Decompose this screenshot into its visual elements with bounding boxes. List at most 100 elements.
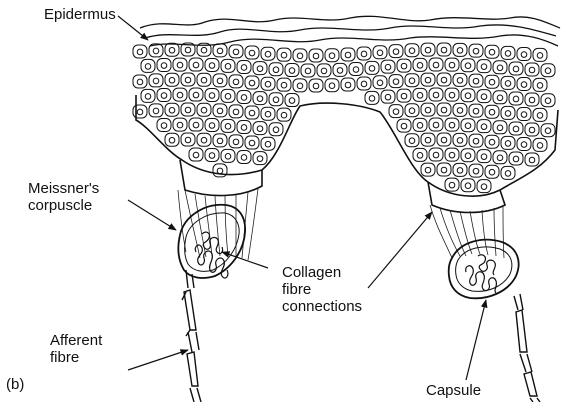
- cell-nucleus: [457, 168, 463, 174]
- capsule-corpuscle: [449, 240, 519, 299]
- cell-nucleus: [513, 96, 519, 102]
- cell-nucleus: [161, 63, 167, 69]
- cell-nucleus: [425, 107, 431, 113]
- label-meissners-line1: Meissner's: [28, 180, 99, 197]
- epidermal-cell: [477, 180, 491, 193]
- epidermal-cell: [213, 104, 227, 117]
- label-collagen-line3: connections: [282, 298, 362, 315]
- cell-nucleus: [193, 92, 199, 98]
- epidermis-surface: [140, 16, 560, 46]
- epidermal-cell: [501, 106, 515, 119]
- epidermal-cell: [277, 48, 291, 61]
- cell-nucleus: [217, 168, 223, 174]
- cell-nucleus: [481, 64, 487, 70]
- epidermal-cell: [341, 48, 355, 61]
- cell-nucleus: [217, 48, 223, 54]
- cell-nucleus: [449, 92, 455, 98]
- cell-nucleus: [153, 108, 159, 114]
- epidermal-cell: [405, 104, 419, 117]
- cell-nucleus: [409, 78, 415, 84]
- epidermal-cell: [509, 152, 523, 165]
- cell-nucleus: [177, 122, 183, 128]
- label-meissners-corpuscle: Meissner's corpuscle: [28, 180, 99, 214]
- epidermal-cell: [309, 49, 323, 62]
- epidermal-cell: [525, 93, 539, 106]
- epidermal-cell: [373, 46, 387, 59]
- cell-nucleus: [473, 48, 479, 54]
- epidermal-cell: [237, 60, 251, 73]
- cell-nucleus: [281, 52, 287, 58]
- epidermal-cell: [365, 61, 379, 74]
- cell-nucleus: [201, 107, 207, 113]
- cell-nucleus: [297, 53, 303, 59]
- cell-nucleus: [281, 112, 287, 118]
- cell-nucleus: [449, 182, 455, 188]
- cell-nucleus: [393, 49, 399, 55]
- cell-nucleus: [545, 68, 551, 74]
- epidermal-cell: [485, 165, 499, 178]
- epidermal-cell: [293, 49, 307, 62]
- epidermal-cell: [293, 79, 307, 92]
- cell-nucleus: [265, 51, 271, 57]
- epidermal-cell: [437, 163, 451, 176]
- cell-nucleus: [457, 78, 463, 84]
- epidermal-cell: [429, 118, 443, 131]
- cell-nucleus: [497, 65, 503, 71]
- epidermal-cell: [213, 134, 227, 147]
- cell-nucleus: [257, 66, 263, 72]
- cell-nucleus: [257, 156, 263, 162]
- epidermal-cell: [437, 43, 451, 56]
- epidermal-cell: [405, 134, 419, 147]
- cell-nucleus: [217, 138, 223, 144]
- cell-nucleus: [441, 167, 447, 173]
- epidermal-cell: [493, 61, 507, 74]
- epidermal-cell: [165, 103, 179, 116]
- cell-nucleus: [265, 141, 271, 147]
- epidermal-cell: [477, 60, 491, 73]
- epidermal-cell: [237, 90, 251, 103]
- epidermal-cell: [517, 78, 531, 91]
- cell-nucleus: [417, 153, 423, 159]
- epidermal-cell: [421, 103, 435, 116]
- epidermal-cell: [245, 76, 259, 89]
- epidermal-cell: [453, 133, 467, 146]
- cell-nucleus: [409, 48, 415, 54]
- epidermal-cell: [517, 108, 531, 121]
- epidermal-cell: [533, 48, 547, 61]
- epidermal-cell: [485, 75, 499, 88]
- epidermal-cell: [245, 46, 259, 59]
- cell-nucleus: [505, 111, 511, 117]
- epidermal-cell: [245, 136, 259, 149]
- cell-nucleus: [145, 64, 151, 70]
- cell-nucleus: [521, 52, 527, 58]
- epidermal-cell: [285, 94, 299, 107]
- label-afferent-fibre: Afferent fibre: [50, 332, 102, 366]
- label-capsule: Capsule: [426, 382, 481, 399]
- epidermal-cell: [485, 105, 499, 118]
- epidermal-cell: [541, 124, 555, 137]
- epidermal-cell: [477, 120, 491, 133]
- epidermal-cell: [461, 89, 475, 102]
- epidermal-cell: [517, 138, 531, 151]
- epidermal-cell: [429, 148, 443, 161]
- cell-nucleus: [201, 47, 207, 53]
- cell-nucleus: [361, 81, 367, 87]
- cell-nucleus: [505, 51, 511, 57]
- epidermal-cell: [501, 46, 515, 59]
- epidermal-cell: [493, 151, 507, 164]
- epidermal-cell: [493, 91, 507, 104]
- cell-nucleus: [425, 77, 431, 83]
- cell-nucleus: [265, 111, 271, 117]
- epidermal-cell: [269, 93, 283, 106]
- cell-nucleus: [297, 83, 303, 89]
- cell-nucleus: [473, 108, 479, 114]
- cell-nucleus: [489, 139, 495, 145]
- cell-nucleus: [465, 63, 471, 69]
- afferent-fibre-left: [182, 270, 201, 402]
- epidermal-cell: [229, 45, 243, 58]
- cell-nucleus: [465, 123, 471, 129]
- cell-nucleus: [465, 93, 471, 99]
- cell-nucleus: [265, 81, 271, 87]
- cell-nucleus: [193, 152, 199, 158]
- epidermal-cell: [469, 104, 483, 117]
